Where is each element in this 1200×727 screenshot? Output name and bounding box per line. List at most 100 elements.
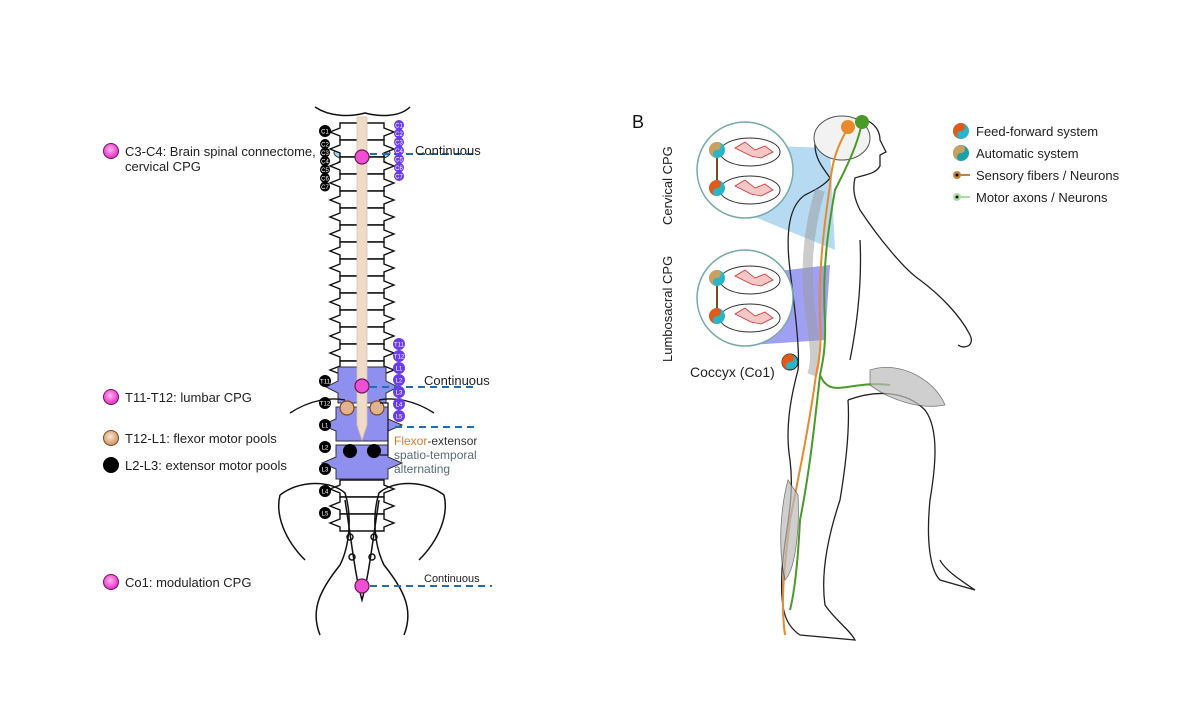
legend-sensory-label: Sensory fibers / Neurons [976,167,1120,183]
motor-pathway [789,121,891,611]
legend-feed-forward-label: Feed-forward system [976,123,1099,139]
level-badge-label: L5 [322,512,329,518]
pink-sphere-icon [103,143,119,159]
pink-sphere-icon [103,574,119,590]
level-badge-label: L5 [396,415,403,421]
level-badge-label: T12 [394,355,405,361]
level-badge [393,362,405,374]
level-badge [393,398,405,410]
body-spine [802,188,825,377]
left-rib [289,398,346,414]
calf-muscle [780,479,799,581]
legend-flexor-label: T12-L1: flexor motor pools [125,431,277,446]
level-badge-label: C2 [321,143,329,149]
level-badge-label: C7 [395,175,403,181]
level-badge [394,171,404,181]
level-badge-label: C4 [321,160,329,166]
level-badge-label: C6 [321,177,329,183]
level-badge-label: T12 [320,402,331,408]
flexor-pool-left [339,400,355,416]
level-badge-label: L1 [396,367,403,373]
legend-automatic: Automatic system [952,144,1079,162]
legend-modulation-label: Co1: modulation CPG [125,575,252,590]
level-badge-label: L2 [396,379,403,385]
level-badge [319,375,331,387]
level-badge [394,120,404,130]
legend-cervical-line2: cervical CPG [125,159,201,174]
alternation-line2: spatio-temporal [394,448,477,462]
pink-sphere-icon [103,389,119,405]
legend-feed-forward: Feed-forward system [952,122,1098,140]
thigh-muscle [869,367,946,407]
legend-flexor-pools: T12-L1: flexor motor pools [103,430,277,446]
level-badge-label: C5 [321,168,329,174]
motor-axon-icon [953,193,970,201]
legend-automatic-label: Automatic system [976,145,1079,161]
legend-cervical-line1: C3-C4: Brain spinal connectome, [125,144,316,159]
continuous-label-lumbar: Continuous [424,373,490,388]
continuous-label-coccyx: Continuous [424,573,480,585]
level-badge [320,147,330,158]
pool-bracket [380,402,389,456]
level-badge [394,162,404,173]
level-badge [394,145,404,156]
lumbar-cpg-sphere [354,378,370,394]
level-badge-label: C1 [395,124,403,130]
flexor-word: Flexor [394,434,428,448]
lumbosacral-cpg-label: Lumbosacral CPG [660,255,675,362]
legend-lumbar-label: T11-T12: lumbar CPG [125,390,252,405]
level-badge-label: C6 [395,166,403,172]
pelvis [278,482,446,636]
legend-extensor-label: L2-L3: extensor motor pools [125,458,287,473]
level-badge [393,410,405,422]
legend-motor-label: Motor axons / Neurons [976,189,1108,205]
tan-sphere-icon [103,430,119,446]
level-badge-label: C2 [395,132,403,138]
skull-base [314,106,411,117]
alternation-line3: alternating [394,462,451,476]
legend-modulation-cpg: Co1: modulation CPG [103,574,252,590]
level-badge-label: L4 [396,403,403,409]
level-badge [393,350,405,362]
extensor-word: -extensor [427,434,478,448]
level-badge [320,173,330,183]
right-rib [378,398,435,414]
level-badge [320,139,330,149]
level-badge-label: C3 [321,151,329,157]
level-badge [320,181,330,192]
level-badge-label: L4 [322,490,329,496]
vertebra [328,513,396,532]
level-badge-label: C1 [321,130,329,136]
flexor-pool-right [369,400,385,416]
cervical-cpg-inset [696,121,794,219]
level-badge [319,125,331,137]
level-badge-label: C5 [395,158,403,164]
level-badge-label: L2 [322,446,329,452]
level-badge [319,397,331,409]
sensory-fiber-icon [953,171,970,179]
level-badge [320,164,330,175]
level-badge [393,338,405,350]
level-badge-label: C7 [321,185,329,191]
legend-lumbar-cpg: T11-T12: lumbar CPG [103,389,252,405]
level-badge-label: T11 [320,380,331,386]
feed-forward-icon [953,123,969,139]
legend-extensor-pools: L2-L3: extensor motor pools [103,457,287,473]
legend-cervical-cpg: C3-C4: Brain spinal connectome, cervical… [103,143,316,174]
continuous-label-cervical: Continuous [415,143,481,158]
extensor-pool-left [343,444,357,458]
level-badge [320,156,330,166]
legend-motor: Motor axons / Neurons [952,188,1108,206]
level-badge [319,507,331,519]
level-badge-label: L3 [322,468,329,474]
level-badge [394,154,404,164]
level-badge-label: T11 [394,343,405,349]
automatic-icon [953,145,969,161]
level-badge [393,386,405,398]
spinal-cord [356,116,368,442]
cervical-cpg-sphere [354,149,370,165]
legend-sensory: Sensory fibers / Neurons [952,166,1119,184]
